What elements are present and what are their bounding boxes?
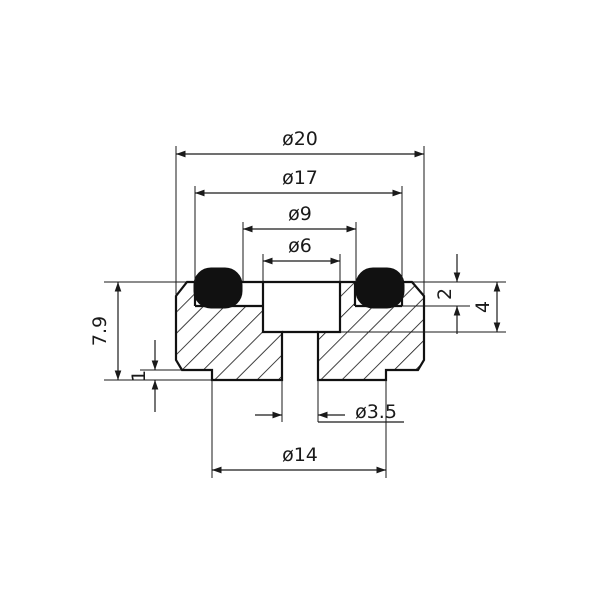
label-d9: ø9 xyxy=(288,203,312,225)
dimension-lines xyxy=(114,150,501,474)
o-rings xyxy=(193,267,405,309)
label-d14: ø14 xyxy=(282,444,318,466)
dimension-labels: ø20 ø17 ø9 ø6 ø3.5 ø14 7.9 1 2 4 xyxy=(89,128,494,466)
label-h4: 4 xyxy=(472,301,494,313)
label-h2: 2 xyxy=(434,288,456,300)
label-h7-9: 7.9 xyxy=(89,316,111,346)
label-d17: ø17 xyxy=(282,167,318,189)
label-d6: ø6 xyxy=(288,235,312,257)
oring-left xyxy=(193,267,243,309)
label-d20: ø20 xyxy=(282,128,318,150)
label-d3-5: ø3.5 xyxy=(355,401,397,423)
extension-lines xyxy=(104,146,506,478)
label-h1: 1 xyxy=(128,370,150,382)
oring-right xyxy=(355,267,405,309)
